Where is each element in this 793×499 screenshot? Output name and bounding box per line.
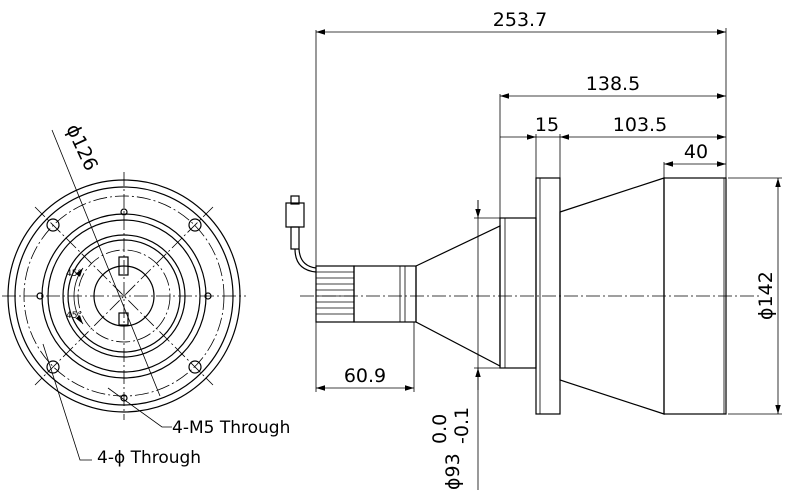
m5-hole-right xyxy=(204,292,212,300)
connector-tab xyxy=(290,195,300,205)
dim-40: 40 xyxy=(684,141,708,163)
key-slot-bottom xyxy=(118,312,129,326)
front-view: 45° 45° ϕ126 4-M5 Through 4-ϕ Through xyxy=(2,121,290,468)
bolt-hole-top-left xyxy=(46,218,60,232)
connector-body xyxy=(285,202,305,228)
bolt-hole-top-right xyxy=(188,218,202,232)
holes-note: 4-ϕ Through xyxy=(97,448,201,468)
dia-126-leader xyxy=(51,129,161,397)
cable-2 xyxy=(298,248,317,269)
camera-body xyxy=(353,265,417,323)
dia-126-label: ϕ126 xyxy=(61,121,102,175)
dia-142: ϕ142 xyxy=(755,271,777,320)
center-line-diagonal-1 xyxy=(34,206,214,386)
angle-label-bottom: 45° xyxy=(66,311,82,321)
holes-note-leader xyxy=(42,343,92,461)
tol-upper: 0.0 xyxy=(429,414,451,444)
key-slot-top xyxy=(118,256,129,276)
thread-lines xyxy=(316,271,354,315)
tol-lower: -0.1 xyxy=(451,407,473,444)
center-line-diagonal-2 xyxy=(34,206,214,386)
connector-neck xyxy=(290,226,300,250)
dia-93: ϕ93 xyxy=(442,453,464,490)
m5-hole-left xyxy=(36,292,44,300)
cable xyxy=(294,248,317,273)
dim-103: 103.5 xyxy=(613,114,667,136)
dim-15: 15 xyxy=(535,114,559,136)
angle-arc xyxy=(73,267,84,325)
bolt-hole-bottom-right xyxy=(188,360,202,374)
m5-hole-top xyxy=(120,208,128,216)
bolt-hole-bottom-left xyxy=(46,360,60,374)
lens-barrel xyxy=(663,177,727,415)
dim-138: 138.5 xyxy=(586,73,640,95)
m5-note: 4-M5 Through xyxy=(172,418,290,438)
m5-note-leader xyxy=(107,387,172,428)
dim-60: 60.9 xyxy=(344,365,386,387)
side-view: 253.7 138.5 15 103.5 40 60.9 ϕ142 ϕ93 0.… xyxy=(285,9,782,490)
m5-hole-bottom xyxy=(120,394,128,402)
dim-total: 253.7 xyxy=(493,9,547,31)
angle-label-top: 45° xyxy=(66,269,82,279)
